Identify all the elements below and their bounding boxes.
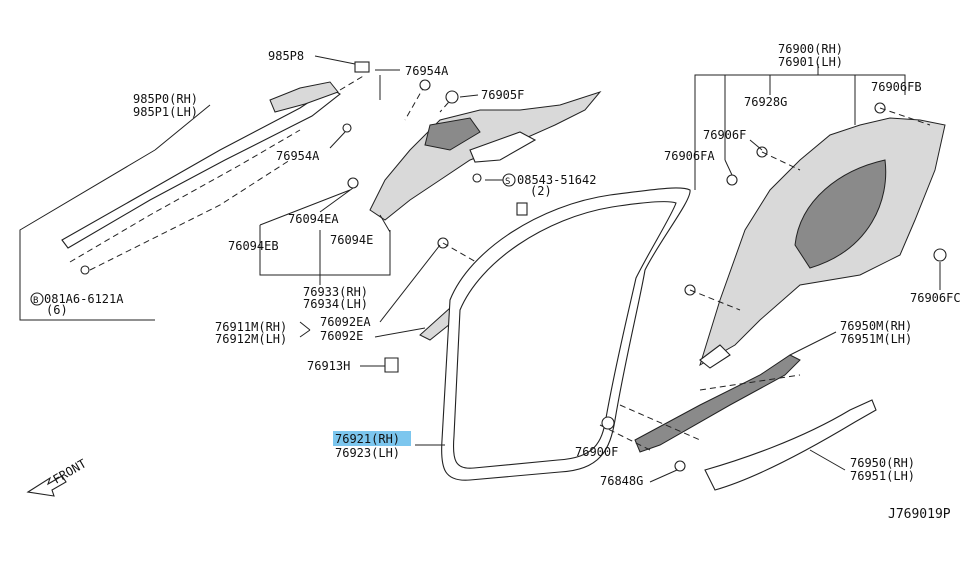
label-081A6-qty: (6) <box>46 303 68 317</box>
front-label: FRONT <box>51 456 89 486</box>
label-76912M: 76912M(LH) <box>215 332 287 346</box>
label-08543-qty: (2) <box>530 184 552 198</box>
label-76094EB: 76094EB <box>228 239 279 253</box>
label-76092E: 76092E <box>320 329 363 343</box>
svg-text:S: S <box>505 177 510 187</box>
label-76906FB: 76906FB <box>871 80 922 94</box>
label-76900: 76900(RH) <box>778 42 843 56</box>
label-76954A-top: 76954A <box>405 64 449 78</box>
label-76906FA: 76906FA <box>664 149 715 163</box>
diagram-code: J769019P <box>888 507 951 522</box>
label-76934: 76934(LH) <box>303 297 368 311</box>
label-76900F: 76900F <box>575 445 618 459</box>
label-76950: 76950(RH) <box>850 456 915 470</box>
label-76094E: 76094E <box>330 233 373 247</box>
label-76092EA: 76092EA <box>320 315 371 329</box>
front-arrow-icon <box>26 475 67 497</box>
weatherstrip-group <box>415 187 691 481</box>
label-76923: 76923(LH) <box>335 446 400 460</box>
label-76911M: 76911M(RH) <box>215 320 287 334</box>
label-081A6: 081A6-6121A <box>44 292 124 306</box>
label-985P0: 985P0(RH) <box>133 92 198 106</box>
marker-b-icon: B <box>30 292 44 306</box>
roof-rail-group <box>19 55 400 321</box>
kicking-plate-group <box>599 331 877 491</box>
label-76951M: 76951M(LH) <box>840 332 912 346</box>
highlight-box <box>333 431 411 446</box>
marker-s-icon: S <box>502 173 516 187</box>
label-76950M: 76950M(RH) <box>840 319 912 333</box>
svg-text:B: B <box>33 296 38 306</box>
label-76913H: 76913H <box>307 359 350 373</box>
rear-trim-group <box>684 64 947 369</box>
label-76933: 76933(RH) <box>303 285 368 299</box>
pillar-trim-group <box>259 79 602 285</box>
label-76951: 76951(LH) <box>850 469 915 483</box>
label-76901: 76901(LH) <box>778 55 843 69</box>
label-76954A-low: 76954A <box>276 149 320 163</box>
label-76905F: 76905F <box>481 88 524 102</box>
label-985P1: 985P1(LH) <box>133 105 198 119</box>
label-08543: 08543-51642 <box>517 173 596 187</box>
label-985P8: 985P8 <box>268 49 304 63</box>
label-76921: 76921(RH) <box>335 432 400 446</box>
label-76848G: 76848G <box>600 474 643 488</box>
label-76928G: 76928G <box>744 95 787 109</box>
label-76906F: 76906F <box>703 128 746 142</box>
label-76094EA: 76094EA <box>288 212 339 226</box>
part-labels: 985P8 985P0(RH) 985P1(LH) 76954A 76954A … <box>44 42 961 522</box>
label-76906FC: 76906FC <box>910 291 961 305</box>
